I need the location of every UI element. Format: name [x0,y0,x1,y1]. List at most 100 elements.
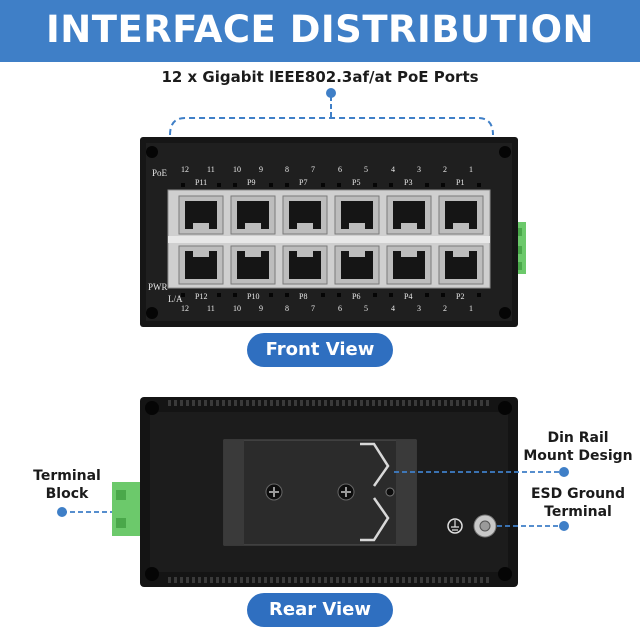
screw-icon [145,567,159,581]
port-number: 2 [443,165,447,174]
title-banner: INTERFACE DISTRIBUTION [0,0,640,62]
vent-slot [198,577,201,583]
vent-slot [306,577,309,583]
vent-slot [252,577,255,583]
vent-slot [198,400,201,406]
din-rail-callout: Din Rail Mount Design [523,430,633,464]
vent-slot [354,577,357,583]
vent-slot [486,400,489,406]
vent-slot [366,400,369,406]
port-number: 9 [259,165,263,174]
rear-device [112,397,518,587]
port-label: P10 [247,292,260,301]
port-label: P4 [404,292,413,301]
vent-slot [402,577,405,583]
ports-subtitle: 12 x Gigabit lEEE802.3af/at PoE Ports [161,68,479,86]
vent-slot [216,400,219,406]
port-number: 12 [181,165,189,174]
port-number: 10 [233,165,241,174]
vent-slot [240,577,243,583]
rj45-port [230,195,276,235]
vent-slot [426,400,429,406]
vent-slot [462,400,465,406]
vent-slot [480,400,483,406]
port-number: 12 [181,304,189,313]
led-indicator [285,183,289,187]
port-label: P6 [352,292,361,301]
vent-slot [246,400,249,406]
vent-slot [318,577,321,583]
vent-slot [378,577,381,583]
ground-symbol-icon [447,518,463,534]
port-number: 8 [285,304,289,313]
vent-slot [300,577,303,583]
vent-slot [414,400,417,406]
vent-slot [432,400,435,406]
vent-slot [180,400,183,406]
vent-slot [174,400,177,406]
vent-slot [486,577,489,583]
callout-lines [57,467,569,531]
port-number: 7 [311,304,315,313]
screw-icon [499,307,511,319]
rj45-port [282,195,328,235]
led-indicator [269,183,273,187]
led-indicator [373,293,377,297]
vent-slot [474,577,477,583]
vent-slot [378,400,381,406]
port-leds [181,183,481,297]
led-indicator [477,293,481,297]
front-device [140,137,526,327]
port-label: P2 [456,292,465,301]
port-number: 2 [443,304,447,313]
rj45-port [386,245,432,285]
vent-slot [186,577,189,583]
rj45-port [178,245,224,285]
vent-slots-bottom [168,577,489,583]
led-indicator [337,183,341,187]
port-number: 9 [259,304,263,313]
vent-slot [186,400,189,406]
port-number: 6 [338,165,342,174]
led-indicator [217,183,221,187]
vent-slot [330,400,333,406]
vent-slot [258,577,261,583]
vent-slot [426,577,429,583]
port-label: P8 [299,292,308,301]
link-led-label: L/A [168,294,183,304]
led-indicator [477,183,481,187]
port-number: 3 [417,165,421,174]
led-indicator [389,183,393,187]
led-indicator [217,293,221,297]
port-number: 1 [469,304,473,313]
vent-slot [282,400,285,406]
din-rail-clip [360,442,390,542]
vent-slot [294,577,297,583]
vent-slot [282,577,285,583]
vent-slot [342,577,345,583]
vent-slot [234,400,237,406]
port-number: 5 [364,165,368,174]
vent-slot [444,577,447,583]
vent-slot [288,577,291,583]
vent-slot [348,577,351,583]
vent-slot [396,577,399,583]
vent-slot [468,400,471,406]
vent-slot [456,577,459,583]
vent-slot [222,577,225,583]
vent-slot [216,577,219,583]
rj45-port [282,245,328,285]
vent-slot [414,577,417,583]
vent-slot [192,577,195,583]
port-number: 11 [207,165,215,174]
vent-slot [168,577,171,583]
vent-slot [432,577,435,583]
led-indicator [389,293,393,297]
vent-slot [324,400,327,406]
port-label: P3 [404,178,413,187]
ports-bracket [169,88,494,136]
port-number: 11 [207,304,215,313]
port-number: 7 [311,165,315,174]
port-label: P12 [195,292,208,301]
